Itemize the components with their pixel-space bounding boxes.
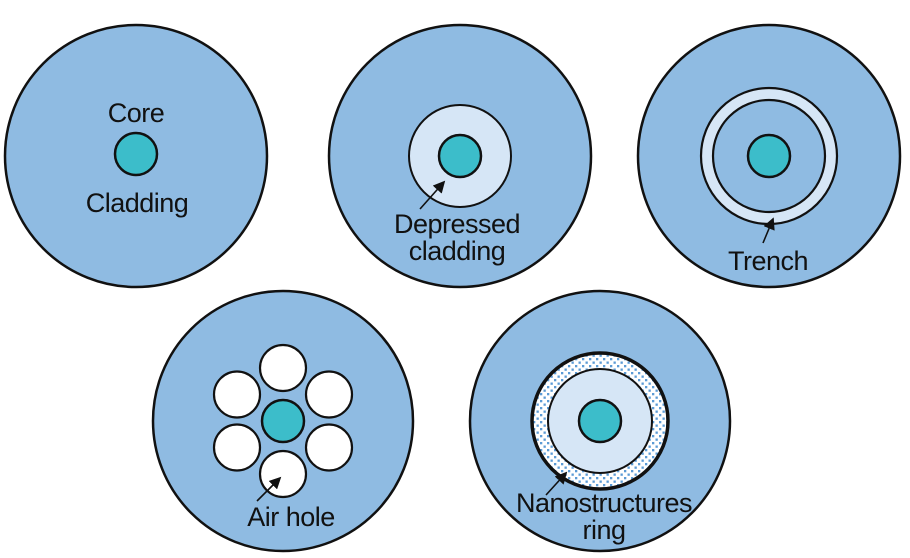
core-circle <box>113 131 159 177</box>
air-hole-lower-left <box>212 423 262 472</box>
fiber-standard: Core Cladding <box>3 23 269 289</box>
core-circle <box>437 133 483 179</box>
depressed-cladding-arrow <box>419 180 446 210</box>
trench-arrow <box>762 217 775 244</box>
air-hole-top <box>258 343 308 393</box>
cladding-label: Cladding <box>86 188 189 218</box>
fiber-nanostructures-ring: Nanostructures ring <box>468 289 732 553</box>
core-label: Core <box>108 98 165 128</box>
air-hole-arrow <box>256 476 282 502</box>
fiber-trench: Trench <box>636 23 902 289</box>
nanostructures-ring-arrow <box>545 471 568 496</box>
core-circle <box>746 133 792 179</box>
nanostructures-ring-label-line2: ring <box>582 515 625 545</box>
fiber-depressed-cladding: Depressed cladding <box>327 23 593 289</box>
fiber-air-hole: Air hole <box>151 289 415 553</box>
core-circle <box>577 398 623 444</box>
nanostructures-ring-label-line1: Nanostructures <box>516 488 692 518</box>
air-hole-upper-left <box>212 370 262 419</box>
core-circle <box>260 398 306 444</box>
depressed-cladding-label-line1: Depressed <box>394 209 520 239</box>
air-hole-upper-right <box>304 370 354 419</box>
trench-label: Trench <box>728 246 808 276</box>
depressed-cladding-label-line2: cladding <box>409 236 506 266</box>
air-hole-lower-right <box>304 423 354 472</box>
air-hole-label: Air hole <box>247 502 335 532</box>
